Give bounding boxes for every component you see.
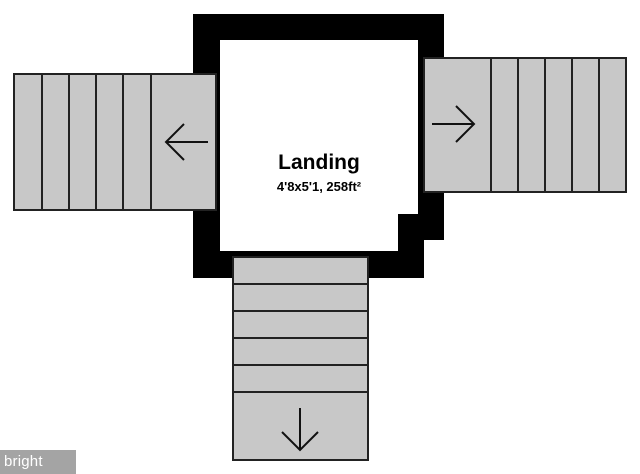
stair-left [13,73,217,211]
arrow-left-icon [164,123,208,161]
stair-bottom [232,256,369,461]
arrow-right-icon [432,105,476,143]
room-dimensions: 4'8x5'1, 258ft² [277,179,362,194]
stair-right [423,57,627,193]
arrow-down-icon [281,408,319,452]
watermark-logo: bright [0,450,76,474]
landing-floor [220,40,418,251]
room-name: Landing [278,151,360,174]
landing-walls [193,14,444,278]
